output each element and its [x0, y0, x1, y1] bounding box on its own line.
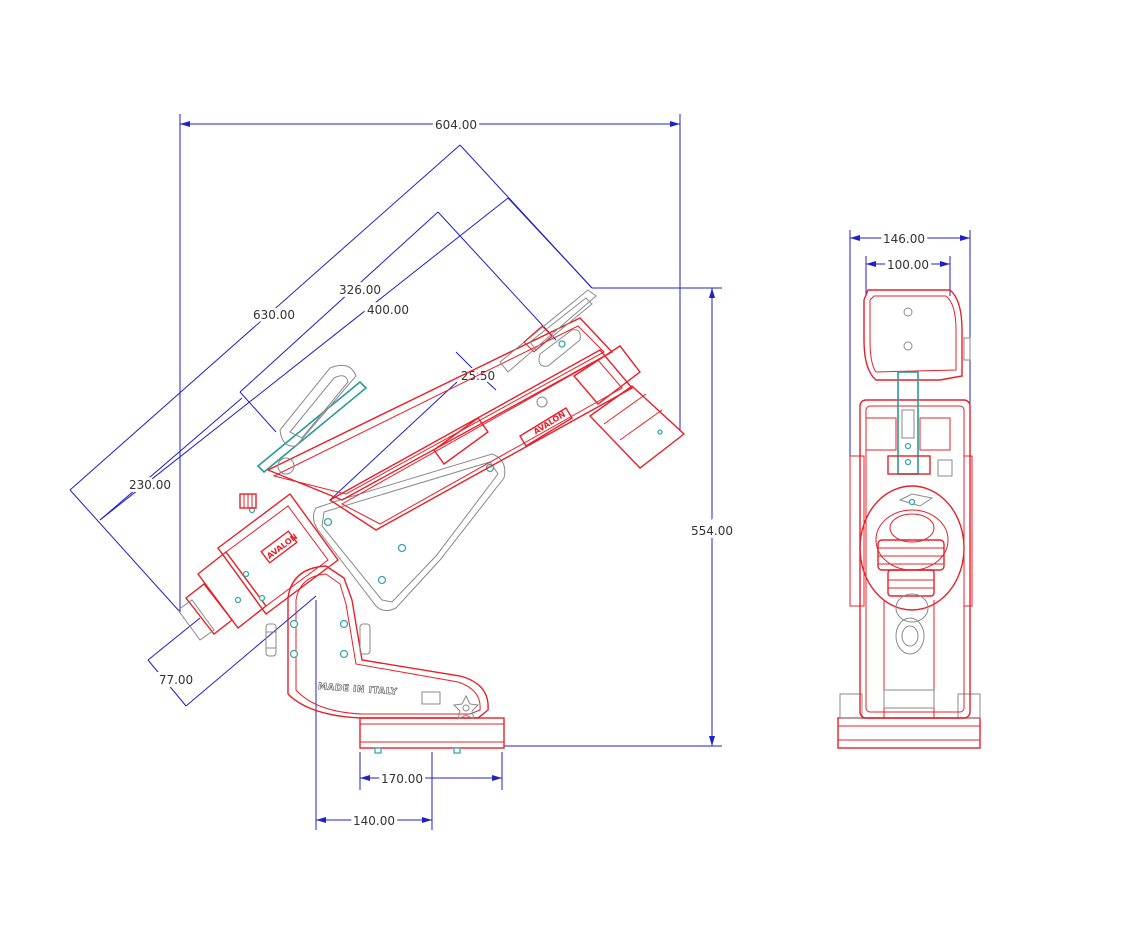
front-vertical-bracket	[897, 371, 919, 475]
dim-label-554: 554.00	[691, 524, 733, 538]
front-flange-right	[919, 417, 951, 451]
mount-front-body	[837, 289, 981, 749]
dec-axis-housing: AVALON	[177, 493, 339, 641]
front-side-housing-left	[849, 455, 865, 607]
front-saddle-head	[863, 289, 963, 381]
bracket-knob-right	[359, 623, 371, 655]
dimension-630: 630.00	[69, 144, 593, 613]
bracket-screw	[904, 442, 912, 450]
dimension-170: 170.00	[359, 752, 503, 790]
housing-screw	[657, 429, 663, 435]
bracket-screw	[339, 619, 349, 629]
dimension-77: 77.00	[147, 595, 317, 707]
dim-label-146: 146.00	[883, 232, 925, 246]
dim-label-77: 77.00	[159, 673, 193, 687]
dim-label-630: 630.00	[253, 308, 295, 322]
lever-screw	[908, 498, 916, 506]
base-foot-screw	[374, 747, 382, 754]
ra-clutch-lever: AVALON	[519, 396, 573, 447]
front-pier	[859, 399, 971, 719]
housing-screw	[242, 570, 250, 578]
front-ring-2	[887, 569, 935, 597]
dim-label-100: 100.00	[887, 258, 929, 272]
bracket-screw	[289, 649, 299, 659]
arm-upper-block	[433, 417, 489, 465]
mount-side-body: MADE IN ITALY	[177, 289, 686, 754]
housing-screw	[234, 596, 242, 604]
ra-motor-housing	[572, 345, 686, 469]
dimension-230: 230.00	[99, 397, 243, 521]
dimension-554: 554.00	[504, 287, 736, 747]
engraving-made-in-italy: MADE IN ITALY	[318, 682, 398, 698]
plate-screw	[397, 543, 407, 553]
latitude-star-knob	[421, 691, 480, 720]
dimension-140: 140.00	[315, 600, 433, 831]
dim-label-140: 140.00	[353, 814, 395, 828]
dec-triangle-plate	[312, 453, 506, 612]
front-base-plate	[837, 717, 981, 749]
telescope-plate	[256, 364, 368, 475]
dimension-604: 604.00	[179, 114, 681, 612]
bracket-screw	[339, 649, 349, 659]
dimension-400: 400.00	[99, 197, 593, 521]
front-flange-left	[865, 417, 897, 451]
front-clutch-lever	[898, 493, 934, 507]
side-view: 604.00 630.00 326.00 400.00 25.50	[69, 114, 736, 831]
front-side-knob	[937, 459, 953, 477]
front-base-knob-right	[957, 693, 981, 719]
housing-screw	[258, 594, 266, 602]
saddle-screw	[558, 340, 566, 348]
dim-label-604: 604.00	[435, 118, 477, 132]
dim-label-170: 170.00	[381, 772, 423, 786]
front-base-knob-left	[839, 693, 863, 719]
plate-screw	[377, 575, 387, 585]
front-clutch-block	[887, 455, 931, 475]
dovetail-saddle	[499, 289, 597, 373]
azimuth-knob	[265, 623, 277, 657]
dim-label-400: 400.00	[367, 303, 409, 317]
dim-label-230: 230.00	[129, 478, 171, 492]
base-foot-screw	[453, 747, 461, 754]
front-view: 146.00 100.00	[837, 229, 981, 749]
bracket-screw	[289, 619, 299, 629]
bracket-screw	[904, 458, 912, 466]
dimension-326: 326.00	[239, 211, 557, 433]
housing-logo-plate	[260, 530, 298, 564]
front-bottom-knob	[895, 593, 929, 623]
dim-label-326: 326.00	[339, 283, 381, 297]
front-ring-1	[877, 539, 945, 571]
plate-screw	[323, 517, 333, 527]
dimension-100: 100.00	[865, 255, 951, 296]
base-plate	[359, 717, 505, 749]
saddle-side-knob	[963, 337, 971, 361]
dimension-146: 146.00	[849, 229, 971, 456]
front-side-housing-right	[963, 455, 973, 607]
pier-bracket	[287, 565, 489, 719]
